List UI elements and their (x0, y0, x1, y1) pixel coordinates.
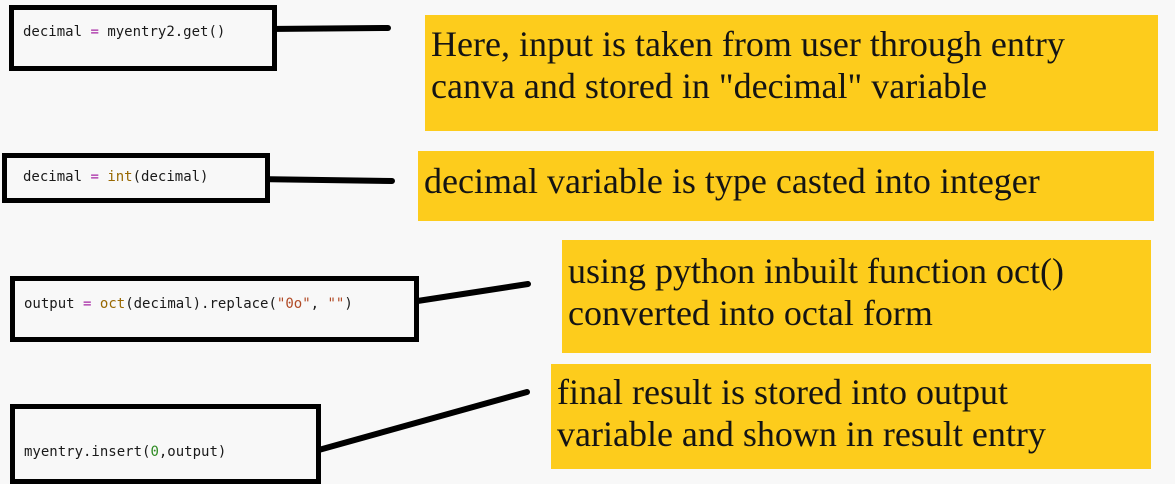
note-text-line: decimal variable is type casted into int… (424, 161, 1040, 201)
note-type-cast: decimal variable is type casted into int… (418, 151, 1154, 221)
code-builtin-function: int (107, 169, 133, 185)
code-variable: decimal (23, 169, 83, 185)
code-line-type-cast: decimal = int(decimal) (23, 169, 208, 185)
code-method-call: myentry.insert( (24, 444, 151, 460)
code-number-literal: 0 (150, 444, 159, 460)
code-box-octal-convert: output = oct(decimal).replace("0o", "") (10, 276, 419, 342)
code-method-call: (decimal).replace( (125, 296, 277, 312)
connector-line-2 (247, 176, 395, 184)
code-builtin-function: oct (99, 296, 126, 312)
note-text-line: variable and shown in result entry (557, 414, 1046, 454)
code-line-get-input: decimal = myentry2.get() (23, 24, 225, 40)
connector-line-4 (287, 389, 530, 461)
code-variable: output (24, 296, 75, 312)
code-operator: = (90, 24, 99, 40)
code-line-insert-output: myentry.insert(0,output) (24, 444, 226, 460)
note-text-line: canva and stored in "decimal" variable (431, 66, 988, 106)
code-operator: = (90, 169, 99, 185)
code-close-paren: ) (344, 296, 353, 312)
note-text-line: Here, input is taken from user through e… (431, 24, 1065, 64)
code-box-insert-output: myentry.insert(0,output) (10, 404, 321, 484)
code-box-type-cast: decimal = int(decimal) (2, 153, 270, 203)
note-insert-output: final result is stored into output varia… (551, 364, 1151, 469)
connector-line-1 (264, 25, 391, 32)
code-line-octal-convert: output = oct(decimal).replace("0o", "") (24, 296, 353, 312)
code-call: myentry2.get() (107, 24, 226, 40)
note-text-line: converted into octal form (568, 293, 933, 333)
note-octal-convert: using python inbuilt function oct() conv… (562, 240, 1151, 353)
code-string-literal: "" (327, 296, 345, 312)
code-arguments: (decimal) (132, 169, 209, 185)
code-string-literal: "0o" (276, 296, 311, 312)
code-operator: = (83, 296, 92, 312)
note-get-input: Here, input is taken from user through e… (425, 15, 1158, 131)
code-box-get-input: decimal = myentry2.get() (9, 5, 277, 71)
code-arguments: ,output) (158, 444, 227, 460)
note-text-line: using python inbuilt function oct() (568, 251, 1064, 291)
note-text-line: final result is stored into output (557, 372, 1008, 412)
code-separator: , (310, 296, 328, 312)
code-variable: decimal (23, 24, 83, 40)
